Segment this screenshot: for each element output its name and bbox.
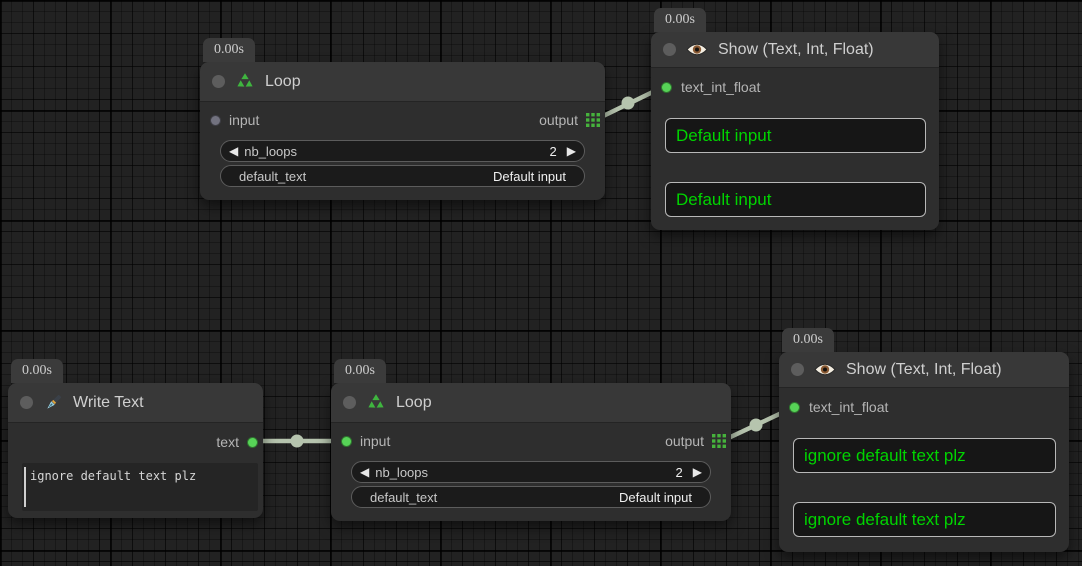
pen-icon [43,393,63,413]
node-title: Loop [265,72,301,90]
execution-timer-badge: 0.00s [203,38,255,62]
widget-label: default_text [239,168,307,184]
input-slot-dot[interactable] [789,401,800,413]
link-midpoint-dot[interactable] [290,434,304,448]
input-slot-dot[interactable] [210,114,221,126]
stepper-prev-icon[interactable]: ◀ [360,465,370,479]
show-value-box[interactable]: ignore default text plz [793,502,1056,537]
output-slot-label: text [216,434,239,450]
node-title-bar[interactable]: Write Text [8,383,263,423]
execution-timer-badge: 0.00s [11,359,63,383]
node-title: Loop [396,393,432,411]
text-caret [24,467,26,507]
textarea-value: ignore default text plz [30,469,197,483]
stepper-prev-icon[interactable]: ◀ [229,144,239,158]
stepper-next-icon[interactable]: ▶ [566,144,576,158]
node-title: Show (Text, Int, Float) [846,360,1002,378]
node-title-bar[interactable]: Show (Text, Int, Float) [651,32,939,68]
collapse-dot[interactable] [791,363,804,376]
widget-value: Default input [493,168,566,184]
input-slot-label: input [229,112,260,128]
nb-loops-stepper[interactable]: ◀ nb_loops 2 ▶ [351,461,711,483]
node-title-bar[interactable]: Loop [200,62,605,102]
collapse-dot[interactable] [20,396,33,409]
widget-value: 2 [549,143,557,159]
collapse-dot[interactable] [343,396,356,409]
eye-icon [814,362,836,377]
input-slot-label: input [360,433,391,449]
stepper-next-icon[interactable]: ▶ [692,465,702,479]
link-midpoint-dot[interactable] [749,418,763,432]
execution-timer-badge: 0.00s [654,8,706,32]
output-slot-label: output [539,112,578,128]
input-slot-dot[interactable] [341,435,352,447]
execution-timer-badge: 0.00s [782,328,834,352]
default-text-widget[interactable]: default_text Default input [351,486,711,508]
collapse-dot[interactable] [212,75,225,88]
grid-icon[interactable] [586,113,600,127]
nb-loops-stepper[interactable]: ◀ nb_loops 2 ▶ [220,140,585,162]
recycle-icon [366,393,386,413]
output-slot-label: output [665,433,704,449]
node-loop-bottom[interactable]: 0.00s Loop input output [331,359,731,521]
node-title-bar[interactable]: Show (Text, Int, Float) [779,352,1069,388]
show-value-box[interactable]: Default input [665,182,926,217]
default-text-widget[interactable]: default_text Default input [220,165,585,187]
node-show-bottom[interactable]: 0.00s Show (Text, Int, Float) text_int_f… [779,328,1069,552]
input-slot-label: text_int_float [809,399,889,415]
node-title: Write Text [73,393,144,411]
node-loop-top[interactable]: 0.00s Loop input output [200,38,605,200]
node-title-bar[interactable]: Loop [331,383,731,423]
show-value-box[interactable]: Default input [665,118,926,153]
input-slot-dot[interactable] [661,81,672,93]
widget-label: default_text [370,489,438,505]
widget-label: nb_loops [244,143,298,159]
widget-label: nb_loops [375,464,429,480]
widget-value: 2 [675,464,683,480]
recycle-icon [235,72,255,92]
link-midpoint-dot[interactable] [621,96,635,110]
text-input-area[interactable]: ignore default text plz [22,463,258,511]
node-write-text[interactable]: 0.00s Write Text text [8,359,263,518]
eye-icon [686,42,708,57]
show-value-box[interactable]: ignore default text plz [793,438,1056,473]
node-show-top[interactable]: 0.00s Show (Text, Int, Float) text_int_f… [651,8,939,230]
execution-timer-badge: 0.00s [334,359,386,383]
input-slot-label: text_int_float [681,79,761,95]
widget-value: Default input [619,489,692,505]
output-slot-dot[interactable] [247,436,258,448]
node-title: Show (Text, Int, Float) [718,40,874,58]
grid-icon[interactable] [712,434,726,448]
collapse-dot[interactable] [663,43,676,56]
